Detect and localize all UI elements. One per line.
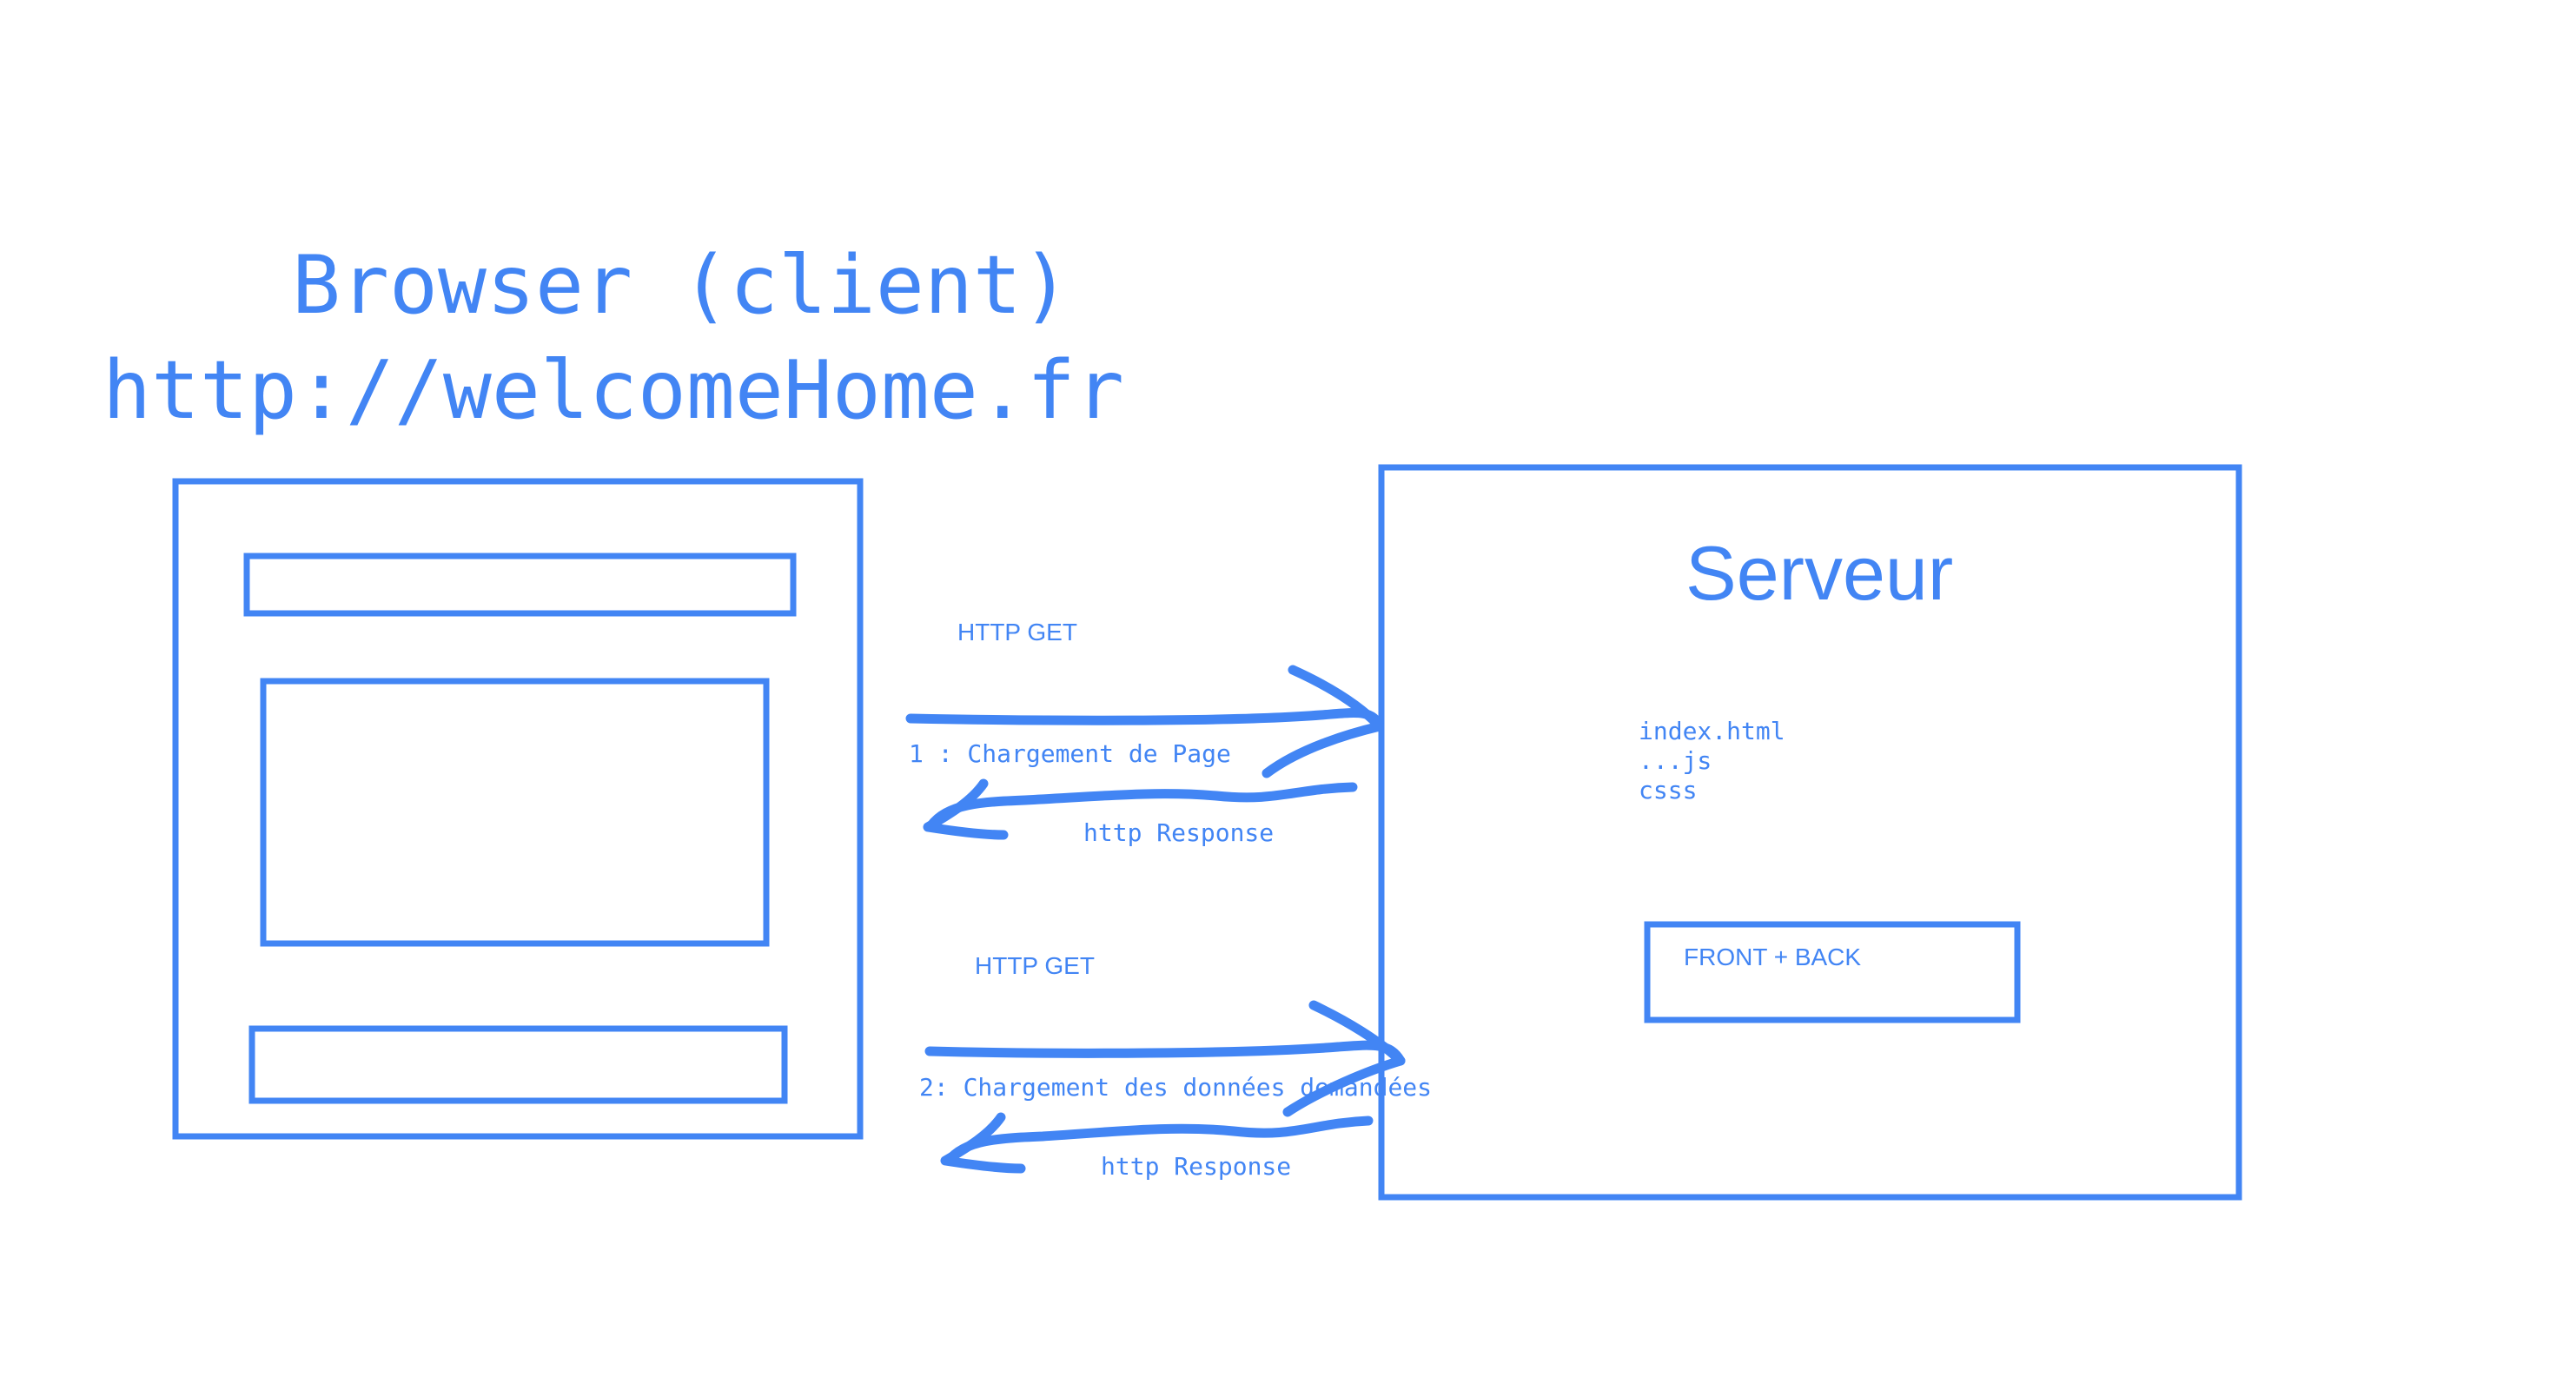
exchange-1-response: http Response — [1083, 818, 1274, 847]
exchange-2-response-arrow — [944, 1116, 1374, 1166]
exchange-2-request: HTTP GET — [975, 952, 1095, 979]
exchange-2-request-arrowhead — [1282, 1000, 1406, 1117]
exchange-2-response: http Response — [1101, 1152, 1291, 1181]
exchange-1-request-arrow — [905, 708, 1385, 732]
browser-title: Browser (client) — [292, 238, 1070, 332]
browser-window — [172, 478, 864, 1140]
exchange-2-request-arrow — [924, 1040, 1406, 1066]
exchange-1-request: HTTP GET — [957, 619, 1077, 646]
exchange-1-response-arrow — [926, 782, 1358, 831]
exchange-1-request-arrowhead — [1262, 665, 1385, 778]
browser-header-bar — [243, 553, 797, 617]
server-title: Serveur — [1685, 530, 1953, 616]
browser-content-area — [260, 678, 770, 947]
exchange-1-description: 1 : Chargement de Page — [909, 739, 1231, 768]
server-file-html: index.html — [1639, 717, 1785, 745]
server-file-css: csss — [1639, 776, 1697, 804]
browser-url: http://welcomeHome.fr — [103, 343, 1124, 437]
exchange-1-response-arrowhead — [923, 778, 1009, 840]
exchange-2-description: 2: Chargement des données demandées — [919, 1073, 1432, 1102]
server-box — [1378, 464, 2242, 1201]
browser-footer-bar — [248, 1025, 788, 1104]
front-back-label: FRONT + BACK — [1684, 943, 1861, 970]
front-back-box — [1644, 921, 2021, 1023]
server-file-js: ...js — [1639, 746, 1712, 775]
exchange-2-response-arrowhead — [940, 1112, 1026, 1174]
